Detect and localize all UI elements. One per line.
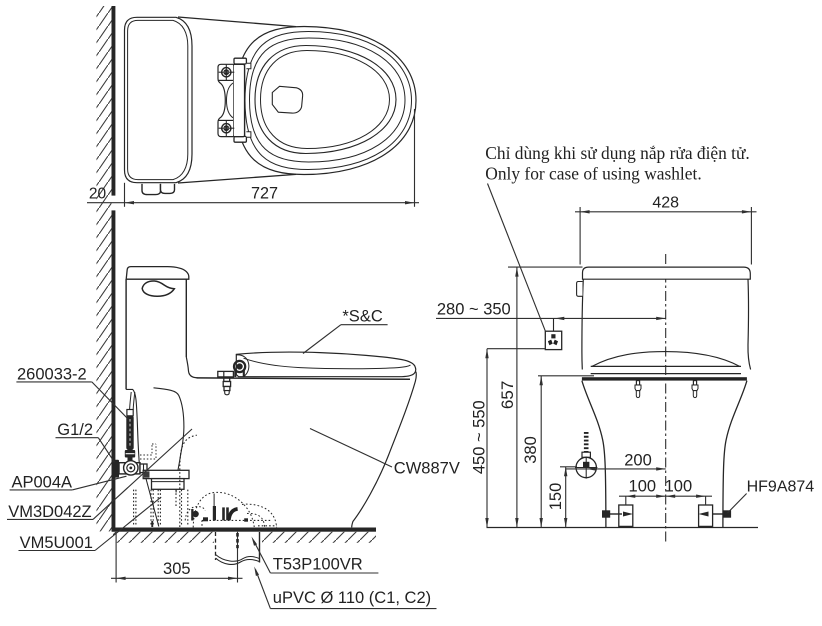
svg-text:380: 380 xyxy=(522,436,540,464)
svg-text:727: 727 xyxy=(251,185,278,203)
svg-text:*S&C: *S&C xyxy=(342,308,382,326)
svg-text:CW887V: CW887V xyxy=(394,460,460,478)
svg-text:20: 20 xyxy=(89,186,107,203)
svg-text:AP004A: AP004A xyxy=(12,473,73,491)
svg-text:260033-2: 260033-2 xyxy=(17,365,87,383)
svg-text:450 ~ 550: 450 ~ 550 xyxy=(470,400,488,474)
svg-text:Chỉ dùng khi sử dụng nắp rửa đ: Chỉ dùng khi sử dụng nắp rửa điện tử. xyxy=(485,143,749,163)
svg-text:657: 657 xyxy=(498,381,517,409)
svg-text:100: 100 xyxy=(665,478,693,496)
svg-text:280 ~ 350: 280 ~ 350 xyxy=(437,300,511,318)
svg-text:HF9A874: HF9A874 xyxy=(747,479,815,496)
svg-text:Only for case of using washlet: Only for case of using washlet. xyxy=(485,163,701,183)
svg-text:305: 305 xyxy=(163,560,191,578)
svg-text:100: 100 xyxy=(629,478,657,496)
svg-text:uPVC Ø 110 (C1, C2): uPVC Ø 110 (C1, C2) xyxy=(273,589,431,607)
svg-text:G1/2: G1/2 xyxy=(57,421,93,439)
svg-text:VM5U001: VM5U001 xyxy=(20,534,93,552)
svg-text:428: 428 xyxy=(652,195,679,212)
svg-text:200: 200 xyxy=(624,451,652,469)
svg-text:T53P100VR: T53P100VR xyxy=(273,555,363,573)
svg-text:VM3D042Z: VM3D042Z xyxy=(8,503,91,521)
svg-text:150: 150 xyxy=(547,483,565,511)
